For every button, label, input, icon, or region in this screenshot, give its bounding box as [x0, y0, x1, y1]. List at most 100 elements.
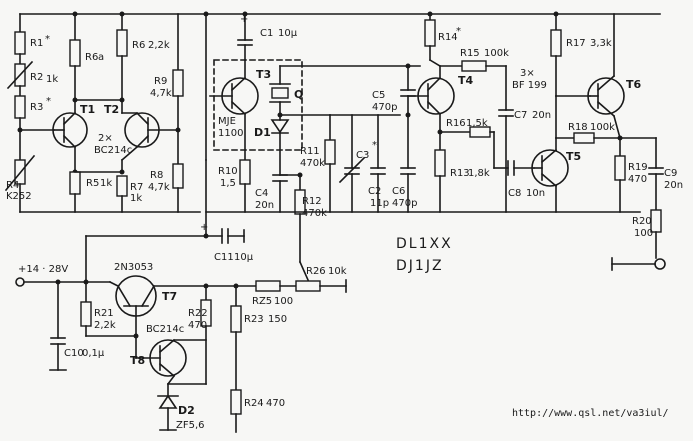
t5-collector [540, 148, 558, 164]
supply-label: +14 · 28V [18, 264, 68, 275]
part-t45: BF 199 [512, 80, 547, 91]
label-r1: R1 [30, 38, 43, 49]
label-r11: R11 [300, 146, 320, 157]
label-r8: R8 [150, 170, 163, 181]
label-q: Q [294, 88, 303, 101]
label-r15: R15 [460, 48, 480, 59]
value-c9: 20n [664, 180, 683, 191]
part-t12: BC214c [94, 145, 132, 156]
value-c5: 470p [372, 102, 397, 113]
junction [405, 63, 411, 69]
variable-arrow-r4 [4, 154, 36, 192]
label-r19: R19 [628, 162, 648, 173]
t8-emitter [158, 338, 176, 354]
resistor-r15 [461, 60, 487, 72]
resistor-r8 [172, 163, 184, 189]
value-r7: 1k [130, 193, 142, 204]
resistor-r18 [573, 132, 595, 144]
mark-r1: * [45, 34, 50, 45]
resistor-r14 [424, 19, 436, 47]
label-t5: T5 [566, 150, 581, 163]
wire [613, 115, 621, 139]
label-r10: R10 [218, 166, 238, 177]
label-c5: C5 [372, 90, 385, 101]
value-c2: 11p [370, 198, 389, 209]
value-r22: 470 [188, 320, 207, 331]
label-r12: R12 [302, 196, 322, 207]
resistor-r3 [14, 95, 26, 119]
value-r24: 470 [266, 398, 285, 409]
t6-collector [596, 74, 616, 92]
value-r9: 4,7k [150, 88, 172, 99]
value-c10: 0,1μ [82, 348, 105, 359]
value-r15: 100k [484, 48, 509, 59]
label-t4: T4 [458, 74, 474, 87]
label-c7: C7 [514, 110, 527, 121]
mark-c3: * [372, 140, 377, 151]
junction [242, 11, 248, 17]
resistor-r24 [230, 389, 242, 415]
label-t6: T6 [626, 78, 642, 91]
t8-collector [158, 362, 176, 378]
resistor-r9 [172, 69, 184, 97]
t3-collector [230, 76, 247, 92]
label-r16: R16 [446, 118, 466, 129]
value-r21: 2,2k [94, 320, 116, 331]
label-r13: R13 [450, 168, 470, 179]
label-d2: D2 [178, 404, 195, 417]
value-r10: 1,5 [220, 178, 236, 189]
value-c6: 470p [392, 198, 417, 209]
resistor-r6a [69, 39, 81, 67]
t2-emitter [135, 134, 150, 149]
value-r17: 3,3k [590, 38, 612, 49]
junction [119, 11, 125, 17]
label-r4: R4 [6, 180, 19, 191]
junction [427, 11, 433, 17]
variable-arrow-c3 [338, 156, 366, 184]
value-r16: 1,5k [466, 118, 488, 129]
label-r22: R22 [188, 308, 208, 319]
label-c11: C11 [214, 252, 234, 263]
value-r26: 10k [328, 266, 347, 277]
t4-emitter [426, 100, 442, 116]
label-c8: C8 [508, 188, 521, 199]
resistor-r6 [116, 29, 128, 57]
junction [553, 11, 559, 17]
label-c6: C6 [392, 186, 405, 197]
label-c9: C9 [664, 168, 677, 179]
mult-t12: 2× [98, 133, 113, 144]
part-t3: MJE [218, 116, 236, 127]
wire [120, 145, 139, 162]
t1-collector [62, 111, 77, 126]
t7-collector [116, 284, 132, 308]
label-c3: C3 [356, 150, 369, 161]
label-r17: R17 [566, 38, 586, 49]
resistor-r1 [14, 31, 26, 55]
resistor-r21 [80, 301, 92, 327]
resistor-r10 [239, 159, 251, 185]
value-c7: 20n [532, 110, 551, 121]
t2-collector [135, 111, 150, 126]
part-t7: 2N3053 [114, 262, 153, 273]
label-t7: T7 [162, 290, 177, 303]
junction [405, 112, 411, 118]
label-r6: R6 [132, 40, 145, 51]
t5-emitter [540, 172, 558, 188]
junction [72, 11, 78, 17]
label-r2: R2 [30, 72, 43, 83]
transistor-t1 [52, 112, 88, 148]
label-r26: R26 [306, 266, 326, 277]
value-c1: 10μ [278, 28, 298, 39]
t3-enclosure [213, 59, 303, 151]
t4-collector [426, 76, 442, 92]
resistor-r7 [116, 175, 128, 197]
label-r7: R7 [130, 182, 143, 193]
junction [119, 169, 125, 175]
value-r25: 100 [274, 296, 293, 307]
mark-r14: * [456, 26, 461, 37]
value-r20: 100 [634, 228, 653, 239]
t1-emitter [62, 134, 77, 149]
value-r6: 2,2k [148, 40, 170, 51]
plus-c11: + [200, 222, 208, 233]
